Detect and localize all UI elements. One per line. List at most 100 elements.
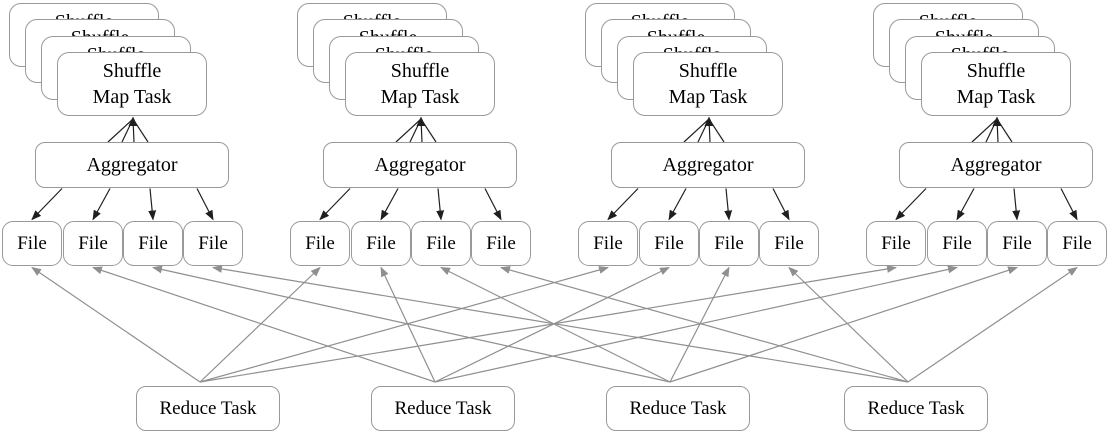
arrow-aggregator-to-file-g2-f1 [668, 188, 687, 221]
arrow-file-to-reduce-g1-f0-r0 [199, 266, 321, 383]
file-label: File [774, 232, 804, 254]
arrow-aggregator-to-file-g1-f2 [436, 188, 445, 221]
reduce-task-label: Reduce Task [394, 397, 492, 419]
arrow-file-to-reduce-g3-f3-r3 [907, 266, 1078, 383]
shuffle-map-task-label-line1: Shuffle [102, 60, 162, 82]
aggregator-box: Aggregator [611, 142, 805, 188]
file-label: File [17, 232, 47, 254]
file-box: File [578, 221, 638, 266]
aggregator-box: Aggregator [323, 142, 517, 188]
arrow-map-fan-line-g0-0 [107, 118, 134, 143]
arrow-aggregator-to-file-g3-f2 [1012, 188, 1021, 221]
arrow-aggregator-to-file-g3-f1 [956, 188, 975, 221]
arrow-aggregator-to-file-g3-f3 [1060, 188, 1078, 221]
arrow-file-to-reduce-g1-f3-r3 [500, 266, 909, 383]
file-label: File [138, 232, 168, 254]
arrow-aggregator-to-file-g3-f0 [895, 188, 927, 221]
reduce-task-box: Reduce Task [136, 386, 280, 431]
arrow-aggregator-to-file-g0-f2 [148, 188, 157, 221]
file-label: File [942, 232, 972, 254]
arrow-file-to-reduce-g0-f3-r3 [212, 265, 909, 383]
arrow-map-fan-line-g0-1 [121, 118, 134, 143]
file-label: File [78, 232, 108, 254]
arrowhead-to-map-task-g3 [992, 116, 1002, 126]
shuffle-map-task-label-line2: Map Task [92, 86, 172, 108]
arrowhead-to-map-task-g0 [128, 116, 138, 126]
arrow-aggregator-to-file-g1-f0 [319, 188, 351, 221]
reduce-task-label: Reduce Task [159, 397, 257, 419]
arrow-map-fan-line-g1-1 [409, 118, 422, 143]
arrow-file-to-reduce-g0-f1-r1 [92, 266, 436, 383]
shuffle-map-task-label-line2: Map Task [668, 86, 748, 108]
file-box: File [123, 221, 183, 266]
arrow-file-to-reduce-g1-f2-r2 [440, 266, 671, 383]
arrow-map-fan-line-g0-2 [132, 118, 135, 143]
reduce-task-box: Reduce Task [844, 386, 988, 431]
arrow-map-fan-line-g3-0 [971, 118, 998, 143]
aggregator-box: Aggregator [35, 142, 229, 188]
file-box: File [63, 221, 123, 266]
file-box: File [2, 221, 62, 266]
arrow-map-fan-line-g2-2 [708, 118, 711, 143]
file-box: File [411, 221, 471, 266]
arrow-file-to-reduce-g3-f1-r1 [434, 265, 958, 383]
arrow-file-to-reduce-g3-f2-r2 [669, 266, 1018, 383]
file-label: File [1002, 232, 1032, 254]
file-box: File [927, 221, 987, 266]
file-label: File [305, 232, 335, 254]
arrow-map-fan-line-g3-3 [996, 118, 1013, 143]
arrow-map-fan-line-g3-1 [985, 118, 998, 143]
file-label: File [714, 232, 744, 254]
arrow-map-fan-line-g1-2 [420, 118, 423, 143]
arrow-aggregator-to-file-g2-f3 [772, 188, 790, 221]
file-label: File [593, 232, 623, 254]
arrow-map-fan-line-g3-2 [996, 118, 999, 143]
aggregator-label: Aggregator [86, 153, 178, 176]
aggregator-label: Aggregator [950, 153, 1042, 176]
reduce-task-box: Reduce Task [606, 386, 750, 431]
arrow-file-to-reduce-g0-f0-r0 [31, 266, 201, 383]
arrow-map-fan-line-g1-0 [395, 118, 422, 143]
aggregator-label: Aggregator [374, 153, 466, 176]
file-label: File [881, 232, 911, 254]
file-box: File [699, 221, 759, 266]
aggregator-label: Aggregator [662, 153, 754, 176]
arrow-aggregator-to-file-g2-f0 [607, 188, 639, 221]
arrow-file-to-reduce-g2-f3-r3 [788, 266, 909, 383]
shuffle-map-task-label-line1: Shuffle [678, 60, 738, 82]
file-label: File [198, 232, 228, 254]
arrow-aggregator-to-file-g0-f1 [92, 188, 111, 221]
arrow-file-to-reduce-g3-f0-r0 [199, 265, 897, 383]
reduce-task-label: Reduce Task [867, 397, 965, 419]
file-label: File [486, 232, 516, 254]
file-box: File [987, 221, 1047, 266]
aggregator-box: Aggregator [899, 142, 1093, 188]
arrow-map-fan-line-g2-0 [683, 118, 710, 143]
shuffle-map-task-label-line1: Shuffle [390, 60, 450, 82]
file-box: File [351, 221, 411, 266]
arrow-aggregator-to-file-g0-f3 [196, 188, 214, 221]
shuffle-map-task-label-line2: Map Task [380, 86, 460, 108]
reduce-task-label: Reduce Task [629, 397, 727, 419]
arrow-file-to-reduce-g2-f2-r2 [669, 266, 730, 383]
arrow-aggregator-to-file-g1-f3 [484, 188, 502, 221]
arrowhead-to-map-task-g2 [704, 116, 714, 126]
file-label: File [366, 232, 396, 254]
shuffle-map-task-label-line1: Shuffle [966, 60, 1026, 82]
arrow-file-to-reduce-g1-f1-r1 [380, 266, 436, 383]
file-box: File [1047, 221, 1107, 266]
arrow-file-to-reduce-g0-f2-r2 [152, 265, 671, 383]
file-box: File [183, 221, 243, 266]
file-label: File [1062, 232, 1092, 254]
arrow-file-to-reduce-g2-f0-r0 [199, 266, 609, 383]
file-label: File [426, 232, 456, 254]
file-box: File [866, 221, 926, 266]
arrow-map-fan-line-g0-3 [132, 118, 149, 143]
arrow-aggregator-to-file-g1-f1 [380, 188, 399, 221]
arrow-aggregator-to-file-g2-f2 [724, 188, 733, 221]
arrow-map-fan-line-g2-1 [697, 118, 710, 143]
